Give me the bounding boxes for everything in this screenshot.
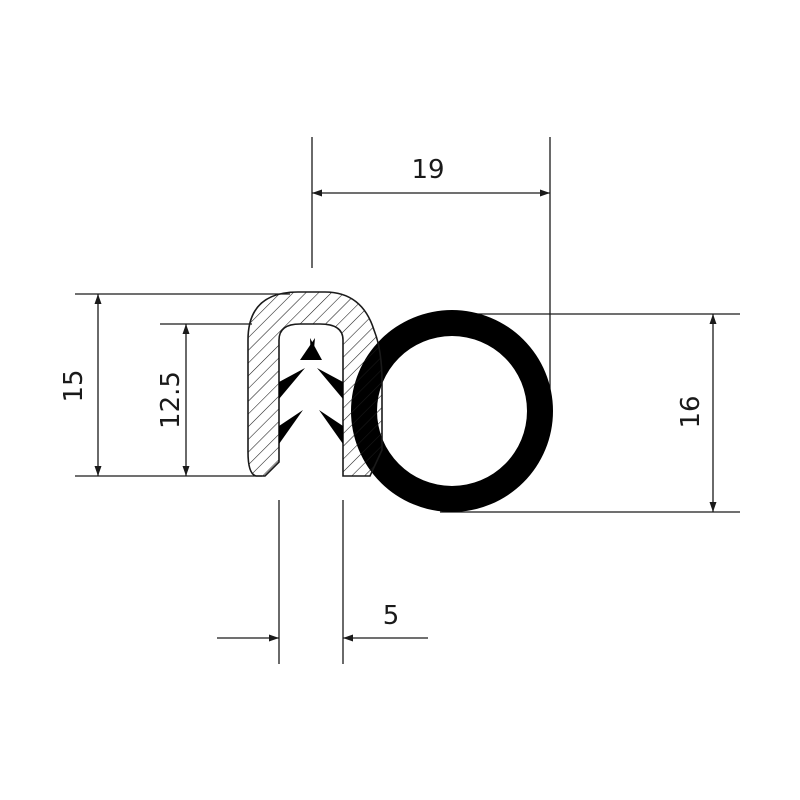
label-15: 15 [59,369,89,402]
clip-fins [279,338,343,444]
extension-lines [75,137,740,664]
fin-left-lower [279,410,303,444]
label-16: 16 [676,395,706,428]
label-12-5: 12.5 [156,371,186,429]
fin-top-right [310,338,322,360]
label-5: 5 [383,601,400,631]
fin-right-upper [317,368,343,399]
fin-right-lower [319,410,343,444]
fin-left-upper [279,368,305,399]
dimension-lines [94,189,717,642]
label-19: 19 [411,155,444,185]
clip-profile [247,291,383,477]
